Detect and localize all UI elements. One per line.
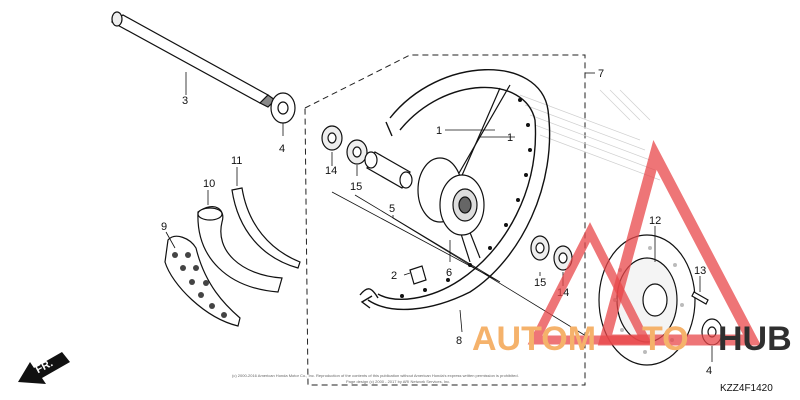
collar-top — [270, 92, 296, 124]
diagram-code: KZZ4F1420 — [720, 383, 773, 394]
callout-14-left: 14 — [325, 165, 337, 177]
callout-2: 2 — [391, 270, 397, 282]
callout-15-right: 15 — [534, 277, 546, 289]
decor-hatch — [519, 89, 661, 181]
valve — [409, 265, 427, 285]
tire — [164, 235, 241, 327]
tube — [197, 206, 283, 293]
callout-13: 13 — [694, 265, 706, 277]
rim-band — [231, 187, 301, 269]
callout-12: 12 — [649, 215, 661, 227]
callout-15-left: 15 — [350, 181, 362, 193]
left-bearings — [321, 125, 368, 165]
callout-9: 9 — [161, 221, 167, 233]
watermark-part1: AUTOM — [472, 320, 596, 358]
callout-8: 8 — [456, 335, 462, 347]
callout-1a: 1 — [436, 125, 442, 137]
hub — [417, 157, 485, 236]
callout-4-bottom: 4 — [706, 365, 712, 377]
distance-collar — [364, 151, 413, 189]
right-bearings — [530, 235, 573, 271]
callout-7: 7 — [598, 68, 604, 80]
front-direction-arrow: FR. — [18, 352, 70, 384]
rim — [359, 69, 551, 311]
callout-11: 11 — [231, 155, 242, 167]
watermark-part3: HUB — [718, 320, 792, 358]
leader-lines — [165, 72, 713, 362]
copyright-line2: Page design (c) 2000 - 2017 by ARI Netwo… — [346, 379, 450, 384]
copyright-line1: (c) 2000-2016 American Honda Motor Co., … — [232, 373, 519, 378]
callout-labels: 3 4 1 1 14 15 5 6 2 7 8 9 10 11 12 13 4 … — [161, 68, 712, 377]
watermark-part2: TO — [642, 320, 689, 358]
callout-10: 10 — [203, 178, 215, 190]
watermark-logo: AUTOM TO HUB — [472, 140, 792, 358]
callout-5: 5 — [389, 203, 395, 215]
disc-bolt — [691, 291, 709, 305]
axle — [110, 11, 276, 108]
callout-4-top: 4 — [279, 143, 285, 155]
callout-6: 6 — [446, 267, 452, 279]
callout-1b: 1 — [507, 132, 513, 144]
callout-3: 3 — [182, 95, 188, 107]
assembly-boundary — [304, 54, 586, 386]
